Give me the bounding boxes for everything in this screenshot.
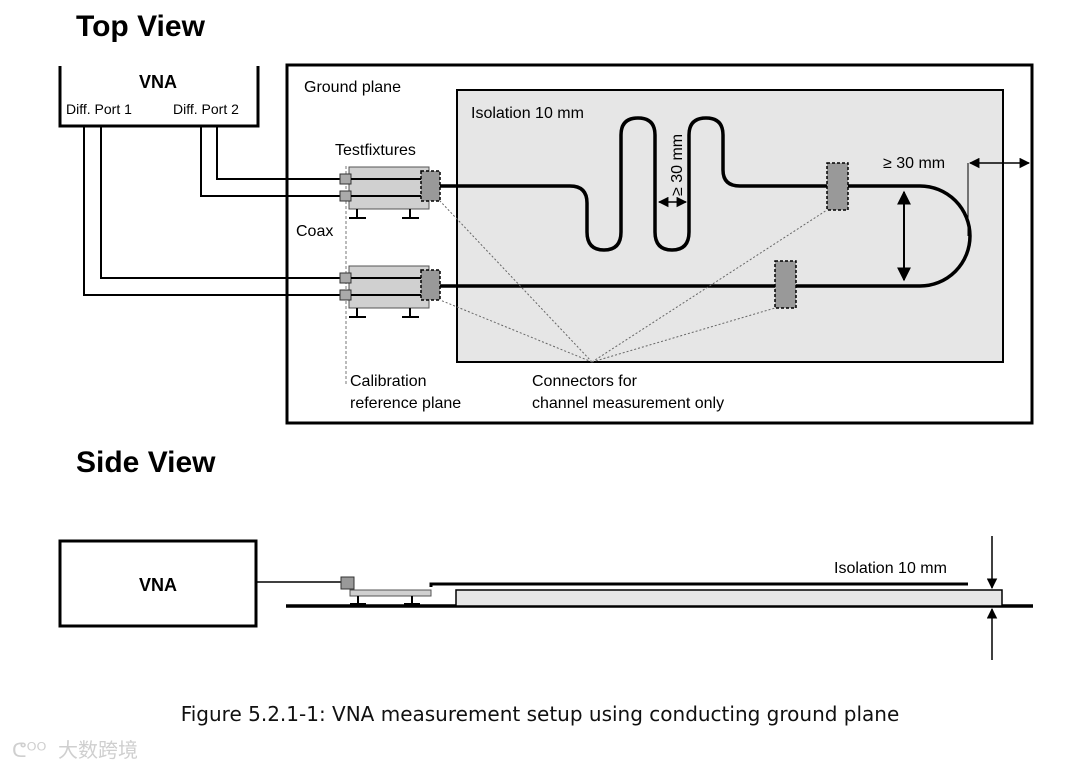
top-view-heading: Top View xyxy=(76,10,206,43)
side-isolation-label: Isolation 10 mm xyxy=(834,560,947,577)
side-sma-connector-icon xyxy=(340,576,355,590)
coax-cable-port2-b xyxy=(200,127,345,197)
diff-port-2-label: Diff. Port 2 xyxy=(173,101,239,117)
coax-cable-port2-a xyxy=(216,127,345,180)
calibration-label-line1: Calibration xyxy=(350,373,426,390)
figure-caption: Figure 5.2.1-1: VNA measurement setup us… xyxy=(181,702,900,726)
ground-plane-label: Ground plane xyxy=(304,79,401,96)
meander-spacing-label: ≥ 30 mm xyxy=(669,134,686,196)
coax-cables xyxy=(83,127,345,296)
coax-cable-port1-b xyxy=(83,127,345,296)
sma-connector-icon xyxy=(339,190,352,202)
watermark-logo-icon: ᕦᴼᴼ xyxy=(12,738,47,762)
side-view-heading: Side View xyxy=(76,446,216,479)
coax-cable-port1-a xyxy=(100,127,345,279)
calibration-label-line2: reference plane xyxy=(350,395,461,412)
connectors-label-line1: Connectors for xyxy=(532,373,638,390)
testfixture-lower xyxy=(339,265,441,318)
diff-port-1-label: Diff. Port 1 xyxy=(66,101,132,117)
coax-label: Coax xyxy=(296,223,333,240)
side-vna-box: VNA xyxy=(58,539,258,628)
top-vna-title: VNA xyxy=(139,72,177,92)
watermark: ᕦᴼᴼ 大数跨境 xyxy=(12,738,138,762)
isolation-label: Isolation 10 mm xyxy=(471,105,584,122)
connector-leader-lines xyxy=(439,200,828,363)
sma-connector-icon xyxy=(339,289,352,301)
ground-plane xyxy=(285,63,1034,425)
channel-connector-upper-icon xyxy=(826,162,849,211)
fixture-connector-icon xyxy=(420,269,441,301)
isolation-board xyxy=(456,89,1004,363)
testfixture-upper xyxy=(339,166,441,219)
side-vna-title: VNA xyxy=(139,575,177,595)
side-trace xyxy=(429,582,968,587)
side-isolation-board xyxy=(455,589,1003,607)
sma-connector-icon xyxy=(339,272,352,284)
loop-spacing-label: ≥ 30 mm xyxy=(883,155,945,172)
top-vna-box: VNA Diff. Port 1 Diff. Port 2 xyxy=(58,66,260,128)
channel-connector-lower-icon xyxy=(774,260,797,309)
testfixtures-label: Testfixtures xyxy=(335,142,416,159)
side-testfixture xyxy=(349,589,432,597)
channel-trace xyxy=(440,116,972,288)
watermark-text: 大数跨境 xyxy=(58,738,138,762)
sma-connector-icon xyxy=(339,173,352,185)
fixture-connector-icon xyxy=(420,170,441,202)
connectors-label-line2: channel measurement only xyxy=(532,395,724,412)
